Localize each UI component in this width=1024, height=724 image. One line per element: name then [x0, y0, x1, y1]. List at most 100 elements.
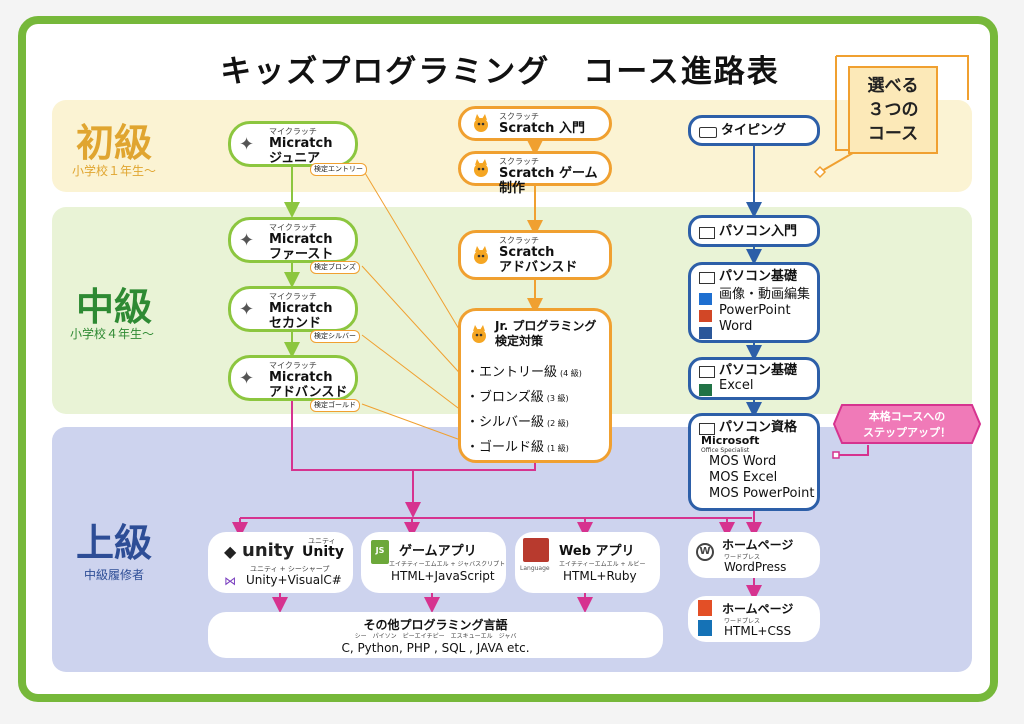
course-sub: C, Python, PHP , SQL , JAVA etc. [341, 641, 530, 655]
course-pc-basic-2[interactable]: パソコン基礎 Excel [688, 357, 820, 400]
course-item: Word [719, 319, 753, 334]
step-up-line-1: 本格コースへの [868, 410, 946, 423]
course-micratch-second[interactable]: ✦ マイクラッチ Micratch セカンド [228, 286, 358, 332]
course-scratch-intro[interactable]: スクラッチ Scratch 入門 [458, 106, 612, 141]
step-up-line-2: ステップアップ！ [863, 426, 951, 439]
course-name: Unity [302, 544, 344, 560]
jr-item-label: ・エントリー級 [466, 365, 558, 380]
javascript-icon-label: JS [375, 546, 385, 555]
jr-item-label: ・ブロンズ級 [466, 390, 544, 405]
course-web-app[interactable]: Language Web アプリ エイチティーエムエル + ルビー HTML+R… [515, 532, 660, 593]
jr-title: Jr. プログラミング [495, 319, 597, 333]
course-pc-basic-1[interactable]: パソコン基礎 画像・動画編集 PowerPoint Word [688, 262, 820, 343]
mos-brand-sub: Office Specialist [701, 447, 750, 454]
monitor-icon [699, 423, 715, 435]
monitor-icon [699, 272, 715, 284]
course-unity[interactable]: ◆ unity ユニティ Unity ユニティ + シーシャープ ⋈ Unity… [208, 532, 353, 593]
jr-item: ・ブロンズ級(3 級) [466, 386, 569, 405]
javascript-icon [371, 540, 389, 564]
course-sub: HTML+JavaScript [391, 569, 495, 583]
badge-line-2: ３つの [867, 100, 919, 120]
course-sub: WordPress [724, 560, 787, 574]
jr-item-label: ・シルバー級 [466, 415, 545, 430]
course-sub: HTML+Ruby [563, 569, 637, 583]
course-name: パソコン入門 [719, 224, 798, 239]
course-item: MOS Word [709, 454, 777, 469]
course-name: Micratch [269, 301, 333, 316]
course-scratch-advanced[interactable]: スクラッチ Scratch アドバンスド [458, 230, 612, 280]
course-ruby: スクラッチ [499, 112, 539, 121]
cert-tag-entry: 検定エントリー [310, 163, 367, 176]
course-game-app[interactable]: JS ゲームアプリ エイチティーエムエル + ジャバスクリプト HTML+Jav… [361, 532, 506, 593]
cert-tag-bronze: 検定ブロンズ [310, 261, 360, 274]
course-sub: セカンド [269, 316, 322, 331]
intermediate-sub: 小学校４年生～ [70, 327, 155, 341]
course-item: PowerPoint [719, 303, 791, 318]
jr-item-grade: (3 級) [546, 394, 569, 403]
course-pc-intro[interactable]: パソコン入門 [688, 215, 820, 247]
course-ruby: シー パイソン ピーエイチピー エスキューエル ジャバ [354, 633, 517, 640]
course-ruby: スクラッチ [499, 157, 539, 166]
course-name: パソコン基礎 [719, 269, 798, 284]
intermediate-label: 中級 [76, 285, 153, 329]
jr-item-grade: (2 級) [547, 419, 569, 428]
course-name: タイピング [721, 123, 787, 138]
cert-tag-gold: 検定ゴールド [310, 399, 360, 412]
course-name: ホームページ [722, 602, 794, 616]
page-title: キッズプログラミング コース進路表 [220, 54, 780, 90]
course-sub: HTML+CSS [724, 624, 792, 638]
course-name: パソコン資格 [719, 420, 798, 435]
course-micratch-junior[interactable]: ✦ マイクラッチ Micratch ジュニア [228, 121, 358, 167]
course-ruby: エイチティーエムエル + ジャバスクリプト [389, 561, 506, 568]
course-ruby: マイクラッチ [269, 223, 317, 232]
scratch-cat-icon [469, 325, 489, 345]
badge-line-1: 選べる [867, 76, 919, 96]
course-ruby: マイクラッチ [269, 127, 317, 136]
jr-item-grade: (4 級) [560, 369, 582, 378]
course-scratch-game[interactable]: スクラッチ Scratch ゲーム制作 [458, 151, 612, 196]
course-name: Micratch [269, 136, 333, 151]
course-name: ゲームアプリ [399, 544, 477, 559]
course-jr-cert[interactable]: Jr. プログラミング 検定対策 [458, 308, 612, 463]
course-ruby: スクラッチ [499, 236, 539, 245]
course-micratch-advanced[interactable]: ✦ マイクラッチ Micratch アドバンスド [228, 355, 358, 401]
course-typing[interactable]: タイピング [688, 115, 820, 146]
course-sub: アドバンスド [499, 260, 578, 275]
course-ruby: ユニティ [308, 537, 336, 545]
advanced-sub: 中級履修者 [84, 568, 145, 582]
course-name: Scratch ゲーム制作 [499, 166, 598, 196]
course-homepage-wordpress[interactable]: W ホームページ ワードプレス WordPress [688, 532, 820, 578]
photos-icon [699, 293, 712, 305]
badge-line-3: コース [867, 124, 919, 144]
ruby-book-icon [523, 538, 549, 562]
course-ruby: ワードプレス [724, 618, 761, 625]
course-item: Excel [719, 378, 754, 393]
jr-item: ・シルバー級(2 級) [466, 411, 569, 430]
keyboard-icon [699, 127, 717, 138]
course-micratch-first[interactable]: ✦ マイクラッチ Micratch ファースト [228, 217, 358, 263]
scratch-cat-icon [471, 114, 491, 134]
unity-logo: unity [242, 540, 295, 561]
micratch-icon: ✦ [239, 134, 255, 155]
course-pc-cert[interactable]: パソコン資格 Microsoft Office Specialist MOS W… [688, 413, 820, 511]
course-name: Scratch [499, 245, 555, 260]
html5-icon [698, 600, 712, 616]
course-name: ホームページ [722, 538, 794, 552]
course-homepage-html[interactable]: ホームページ ワードプレス HTML+CSS [688, 596, 820, 642]
css3-icon [698, 620, 712, 636]
course-name: Scratch 入門 [499, 121, 585, 136]
course-sub: Unity+VisualC# [246, 573, 342, 587]
wordpress-icon: W [696, 543, 714, 561]
course-name: パソコン基礎 [719, 363, 798, 378]
course-ruby: マイクラッチ [269, 292, 317, 301]
unity-logo-icon: ◆ [224, 542, 237, 561]
choice-badge: 選べる ３つの コース [848, 66, 938, 154]
course-other-languages[interactable]: その他プログラミング言語 シー パイソン ピーエイチピー エスキューエル ジャバ… [208, 612, 663, 658]
course-ruby: ワードプレス [724, 554, 761, 561]
beginner-sub: 小学校１年生～ [72, 164, 157, 178]
jr-subtitle: 検定対策 [495, 334, 544, 348]
advanced-label: 上級 [76, 521, 153, 565]
powerpoint-icon [699, 310, 712, 322]
word-icon [699, 327, 712, 339]
